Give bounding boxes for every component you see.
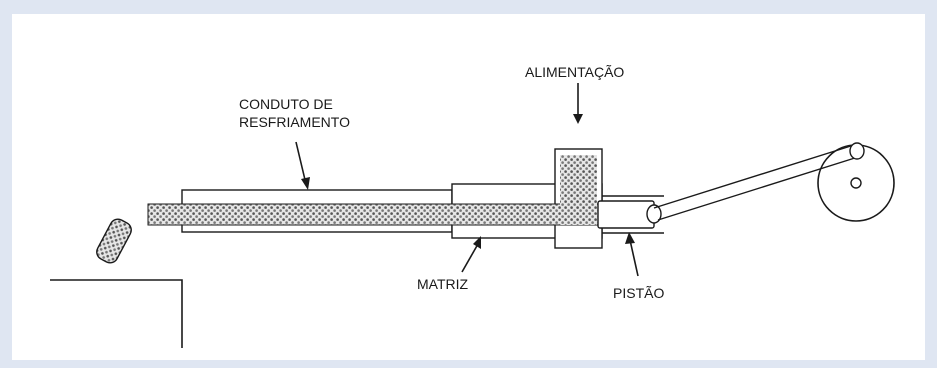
piston-label: PISTÃO	[613, 285, 664, 301]
piston-pin	[646, 204, 662, 224]
table-edge	[50, 279, 183, 348]
piston	[597, 200, 655, 229]
extruded-material	[147, 203, 599, 226]
feed-label: ALIMENTAÇÃO	[525, 64, 624, 80]
diagram-panel: ALIMENTAÇÃO CONDUTO DE RESFRIAMENTO MATR…	[12, 14, 925, 360]
hopper-material	[560, 155, 597, 225]
cooling-label-line1: CONDUTO DE	[239, 96, 333, 112]
cooling-arrow	[295, 141, 310, 190]
extrusion-diagram: ALIMENTAÇÃO CONDUTO DE RESFRIAMENTO MATR…	[50, 64, 895, 348]
wheel-axle	[850, 177, 862, 189]
feed-arrow	[573, 83, 583, 124]
die-label: MATRIZ	[417, 276, 469, 292]
piston-channel	[602, 195, 664, 234]
cooling-label-line2: RESFRIAMENTO	[239, 114, 350, 130]
die-arrow	[461, 236, 481, 273]
connecting-rod	[653, 142, 865, 221]
piston-arrow	[625, 232, 639, 277]
extruded-piece	[96, 218, 132, 264]
